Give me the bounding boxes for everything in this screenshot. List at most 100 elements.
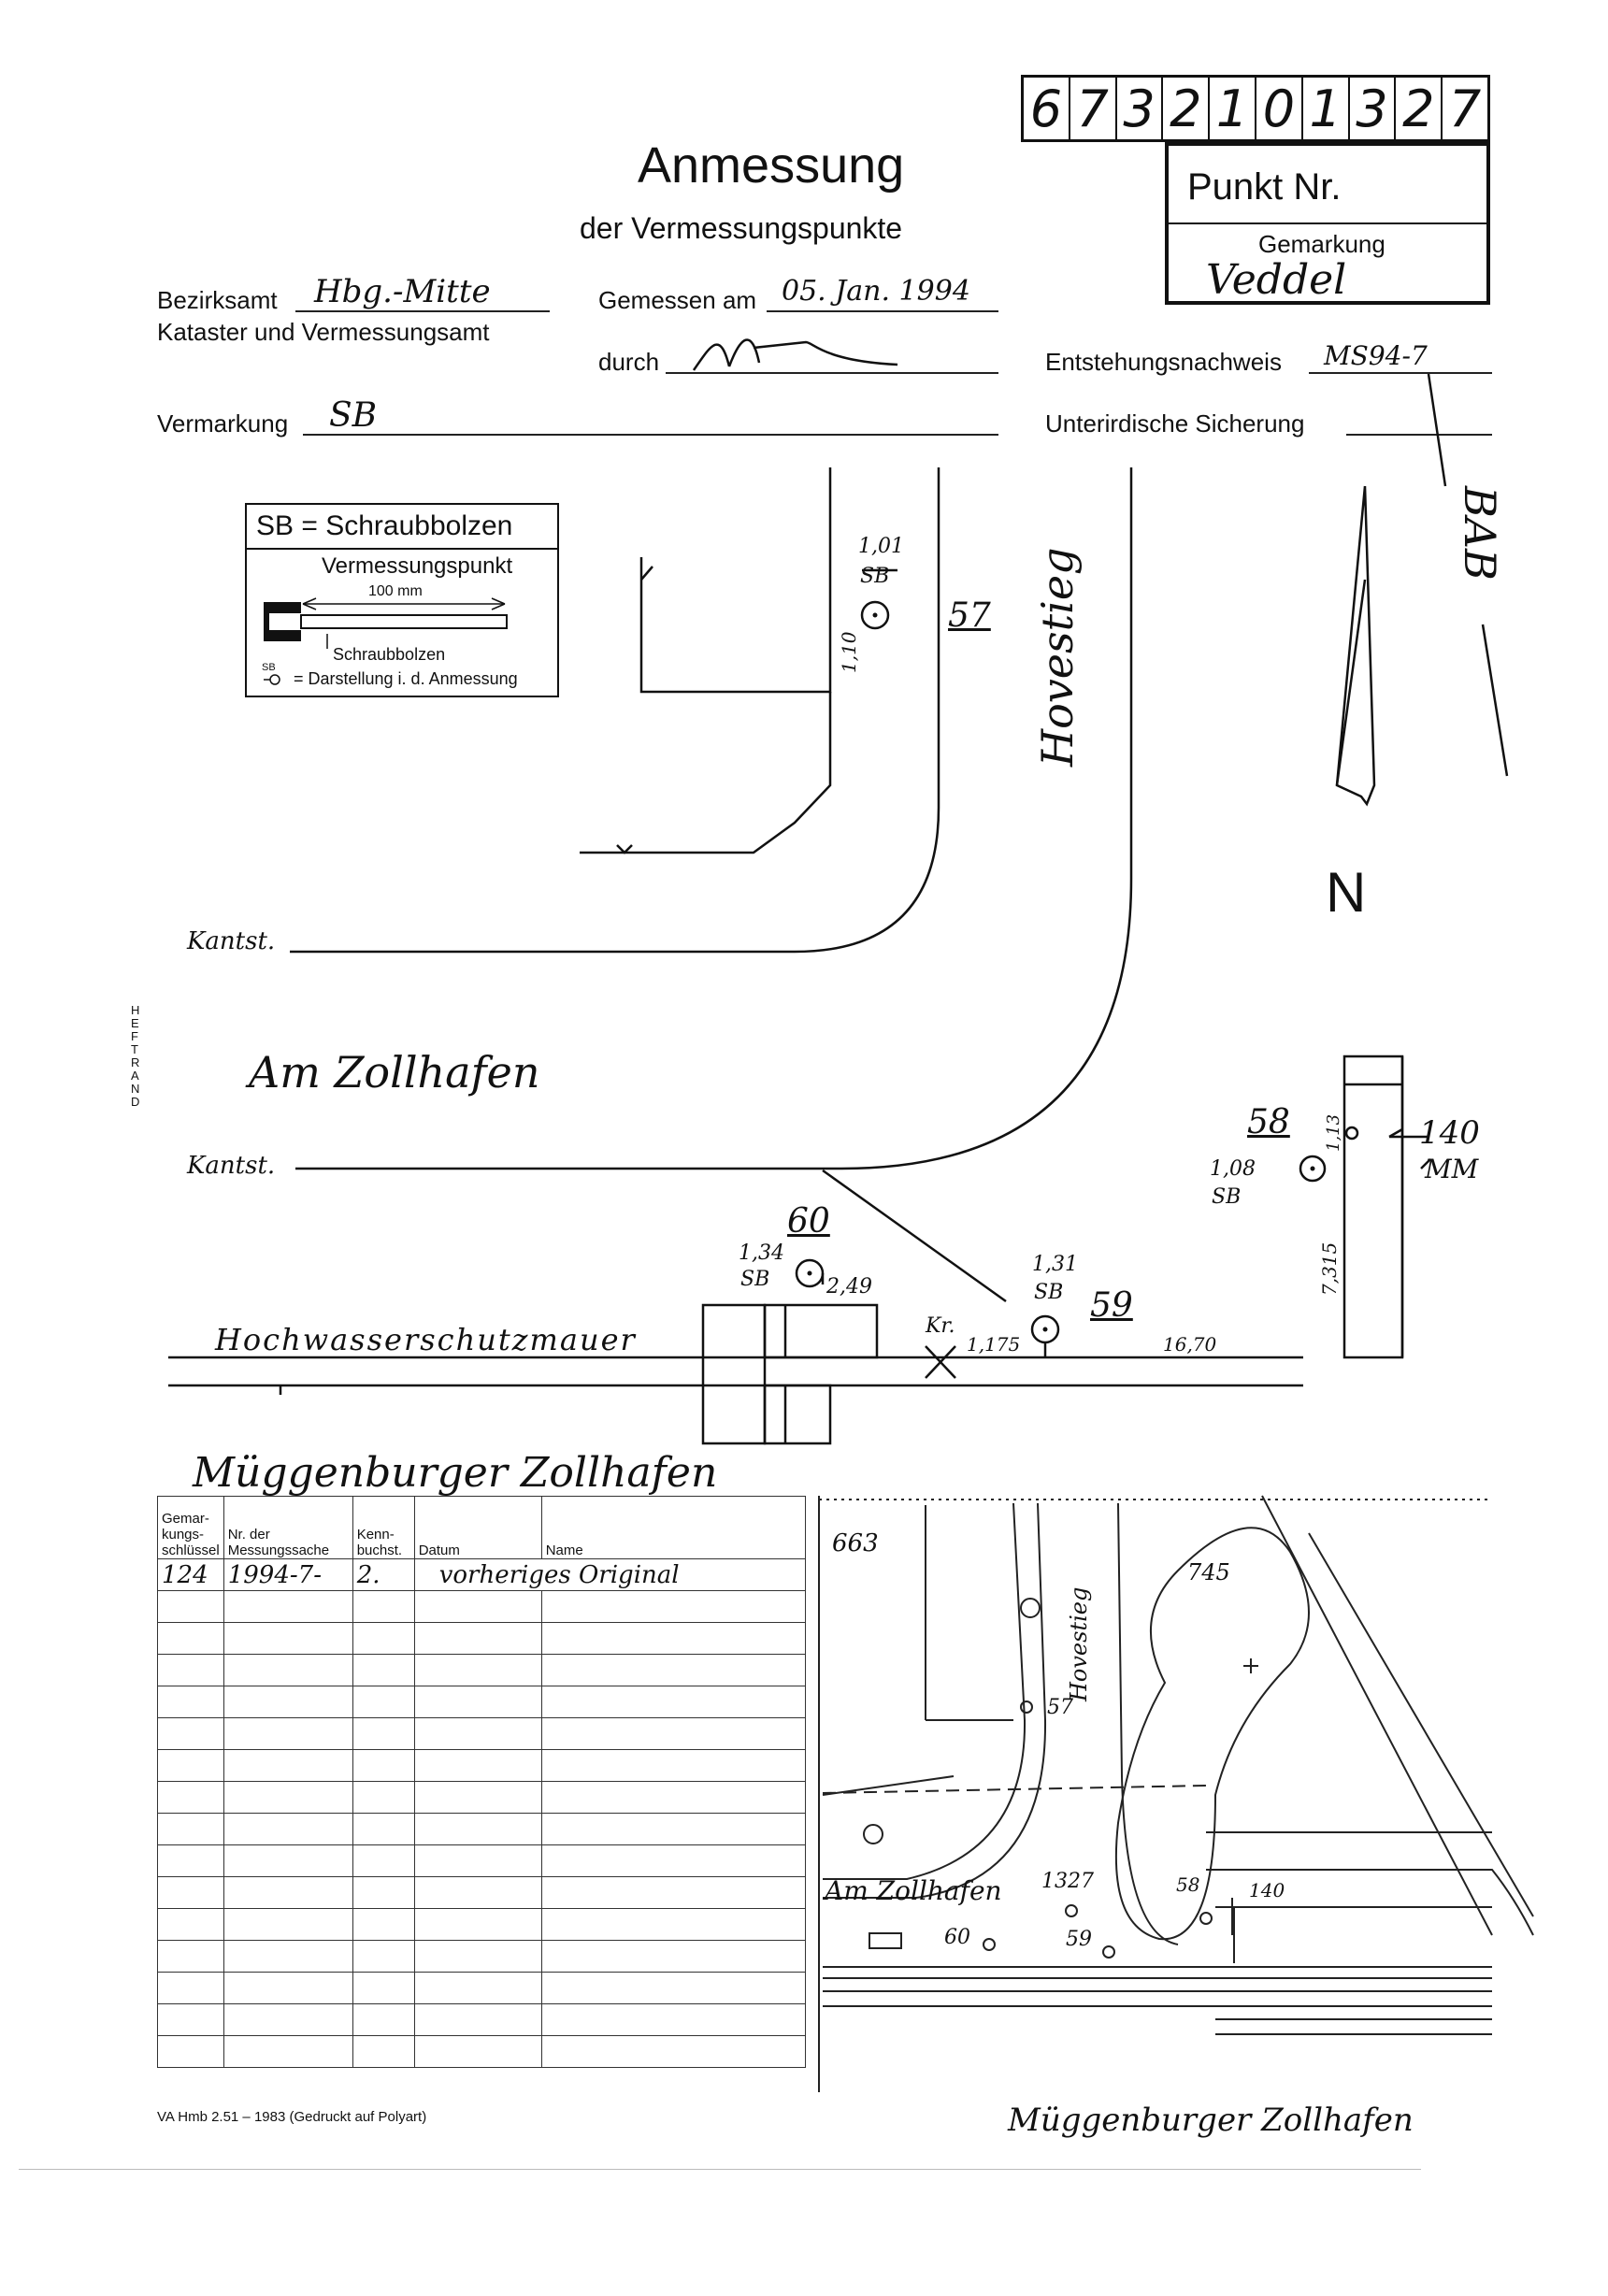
page-subtitle: der Vermessungspunkte	[580, 211, 903, 245]
point-60	[795, 1258, 825, 1288]
bab-arrow	[1427, 373, 1447, 487]
map-label-hovestieg: Hovestieg	[1066, 1586, 1092, 1701]
register-table: Gemar-kungs-schlüssel Nr. der Messungssa…	[157, 1496, 807, 2068]
entstehung-label: Entstehungsnachweis	[1045, 348, 1282, 376]
point-57	[860, 600, 890, 630]
digit-box: 7	[1448, 79, 1482, 138]
map-diagonal	[1261, 1495, 1493, 1936]
point-60-number: 60	[787, 1202, 830, 1241]
table-row	[157, 2003, 807, 2036]
distance-7315: 7,315	[1318, 1241, 1341, 1296]
map-caption: Müggenburger Zollhafen	[1008, 2102, 1414, 2139]
point-60-dot	[807, 1270, 812, 1276]
vermarkung-value: SB	[329, 396, 378, 435]
point-number-boxes: 6 7 3 2 1 0 1 3 2 7	[1021, 75, 1490, 142]
digit-box: 0	[1256, 78, 1303, 139]
label-bab: BAB	[1455, 486, 1505, 581]
point-60-distance: 2,49	[826, 1275, 872, 1299]
point-140-label: 140	[1419, 1114, 1480, 1152]
map-label-am-zollhafen: Am Zollhafen	[825, 1875, 1002, 1906]
north-label: N	[1326, 861, 1367, 924]
point-59	[1030, 1314, 1060, 1344]
heftrand-label: HEFTRAND	[131, 1003, 140, 1109]
unterirdisch-label: Unterirdische Sicherung	[1045, 409, 1305, 438]
map-diagonal-2	[1308, 1532, 1534, 1917]
map-tree-2	[863, 1824, 883, 1844]
table-row	[157, 1622, 807, 1655]
legend-darstellung: = Darstellung i. d. Anmessung	[294, 669, 518, 688]
point-58-height: 1,08	[1210, 1157, 1256, 1181]
point-60-sb: SB	[740, 1268, 770, 1291]
table-header-cell: Name	[540, 1496, 807, 1559]
point-58-distance: 1,13	[1324, 1113, 1343, 1152]
north-arrow	[1335, 485, 1376, 807]
stair-block-2	[763, 1303, 879, 1359]
table-row	[157, 1686, 807, 1718]
page-title: Anmessung	[638, 137, 905, 194]
table-row	[157, 1813, 807, 1845]
digit-box: 1	[1303, 78, 1350, 139]
distance-1670: 16,70	[1163, 1333, 1217, 1356]
digit-box: 3	[1117, 78, 1164, 139]
table-row	[157, 1972, 807, 2004]
map-tree-1	[1020, 1598, 1041, 1618]
table-row	[157, 1717, 807, 1750]
table-row	[157, 1749, 807, 1782]
gemessen-value: 05. Jan. 1994	[782, 275, 970, 308]
table-row	[157, 1876, 807, 1909]
digit-box: 7	[1070, 78, 1117, 139]
signature	[692, 338, 898, 371]
legend-sb-mark: SB	[262, 662, 276, 673]
digit-box: 2	[1396, 78, 1443, 139]
label-mm: MM	[1425, 1154, 1479, 1184]
digit-box: 3	[1350, 78, 1397, 139]
point-59-dot	[1042, 1327, 1048, 1332]
distance-1175: 1,175	[967, 1333, 1021, 1356]
kreuz-2	[925, 1345, 956, 1379]
table-row	[157, 1908, 807, 1941]
right-wall	[1342, 1055, 1404, 1359]
table-header-cell: Gemar-kungs-schlüssel	[157, 1496, 224, 1559]
point-58	[1299, 1155, 1327, 1183]
map-dashed	[822, 1785, 1207, 1794]
map-label-663: 663	[832, 1529, 879, 1557]
map-label-140: 140	[1249, 1879, 1285, 1901]
point-140-marker	[1344, 1126, 1359, 1141]
stair-block	[701, 1303, 767, 1445]
table-row	[157, 1844, 807, 1877]
digit-box: 6	[1024, 78, 1070, 139]
table-cell: 1994-7-	[223, 1558, 353, 1591]
map-point-57	[1020, 1700, 1033, 1714]
table-header-cell: Nr. der Messungssache	[223, 1496, 353, 1559]
table-cell: 2.	[352, 1558, 415, 1591]
durch-label: durch	[598, 348, 660, 376]
point-59-height: 1,31	[1032, 1253, 1078, 1276]
table-row	[157, 1590, 807, 1623]
map-label-57: 57	[1047, 1696, 1073, 1719]
vermarkung-label: Vermarkung	[157, 409, 289, 438]
map-label-745: 745	[1187, 1559, 1230, 1586]
gemarkung-value: Veddel	[1206, 256, 1347, 304]
map-road-3	[1117, 1502, 1179, 1945]
table-cell: 124	[157, 1558, 224, 1591]
street-hovestieg: Hovestieg	[1032, 547, 1083, 768]
table-cell-name: vorheriges Original	[438, 1560, 680, 1589]
point-58-dot	[1310, 1166, 1315, 1171]
table-row	[157, 1781, 807, 1814]
building-hatch	[640, 566, 653, 581]
north-arrow-mid	[1335, 579, 1367, 786]
map-small-rect	[869, 1932, 902, 1949]
point-57-sb: SB	[860, 565, 890, 588]
map-label-59: 59	[1066, 1928, 1092, 1951]
point-59-sb: SB	[1034, 1281, 1064, 1304]
map-road-2	[823, 1502, 1047, 1899]
point-57-height: 1,01	[858, 535, 904, 558]
street-am-zollhafen: Am Zollhafen	[249, 1047, 540, 1098]
gemarkung-label: Gemarkung	[1258, 230, 1385, 258]
gemessen-label: Gemessen am	[598, 286, 757, 314]
legend-box: SB = Schraubbolzen Vermessungspunkt 100 …	[245, 503, 559, 697]
map-island	[1114, 1527, 1310, 1941]
building-outline	[639, 467, 832, 694]
map-label-60: 60	[944, 1926, 970, 1949]
point-58-number: 58	[1247, 1103, 1290, 1141]
